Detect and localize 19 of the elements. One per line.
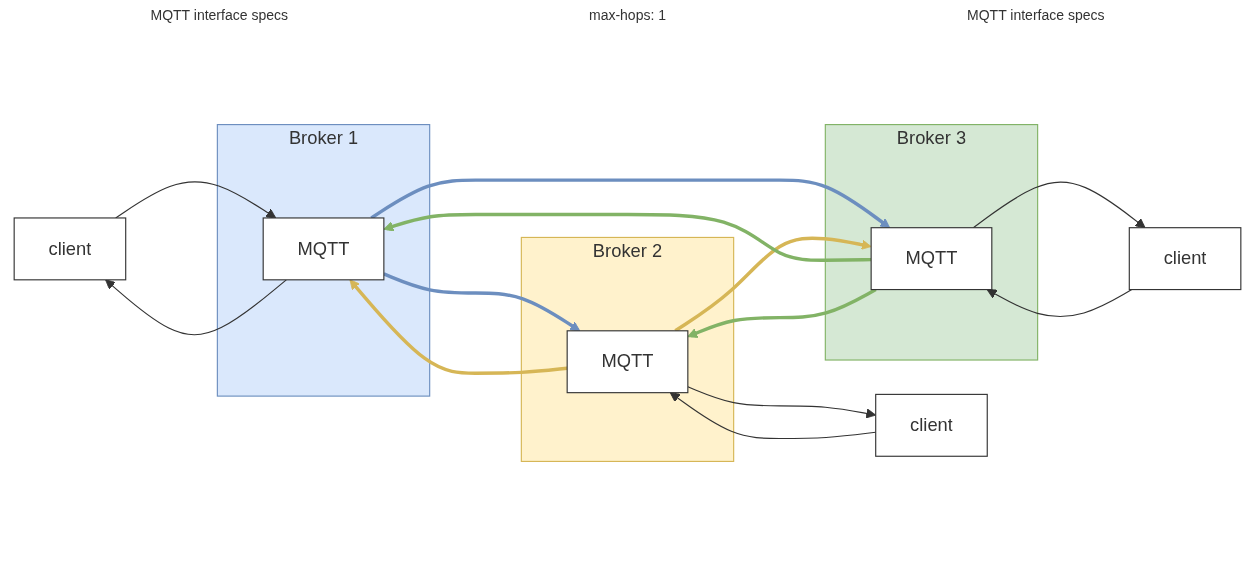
arrow bbox=[383, 271, 581, 331]
note-label: MQTT interface specs bbox=[150, 7, 288, 23]
node-box: MQTT bbox=[870, 226, 993, 290]
note-label: MQTT interface specs bbox=[967, 7, 1105, 23]
arrow bbox=[674, 235, 872, 332]
arrow bbox=[383, 212, 872, 262]
node-box: client bbox=[1128, 226, 1242, 290]
node-box: client bbox=[13, 216, 127, 280]
arrow bbox=[986, 288, 1133, 317]
arrow bbox=[105, 278, 287, 335]
arrow bbox=[972, 181, 1146, 228]
arrow bbox=[115, 180, 277, 219]
note-label: max-hops: 1 bbox=[588, 7, 666, 23]
node-box: MQTT bbox=[566, 329, 689, 393]
arrow bbox=[687, 287, 877, 338]
arrow bbox=[349, 278, 568, 375]
arrow bbox=[370, 177, 891, 228]
node-box: MQTT bbox=[262, 216, 385, 280]
node-box: client bbox=[875, 393, 988, 457]
